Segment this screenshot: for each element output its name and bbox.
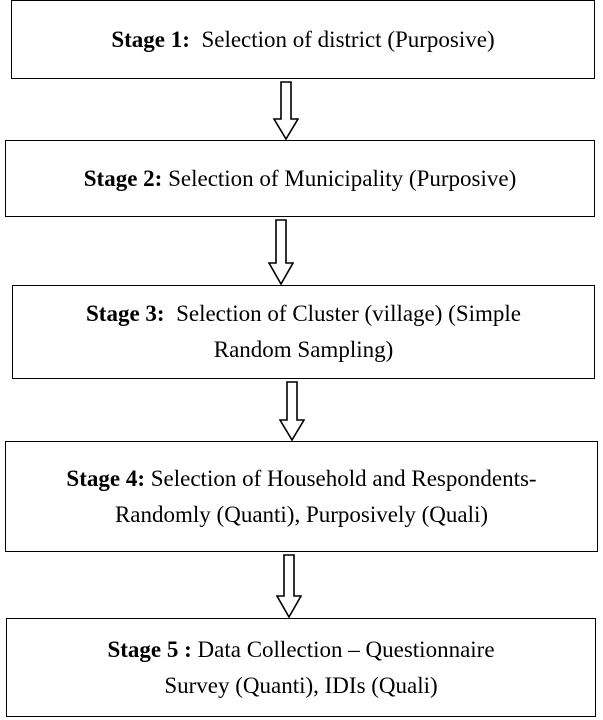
stage-1-box: Stage 1: Selection of district (Purposiv… (11, 0, 595, 79)
stage-4-box: Stage 4: Selection of Household and Resp… (5, 441, 598, 552)
stage-5-description-line-2: Survey (Quanti), IDIs (Quali) (164, 672, 438, 698)
down-arrow-icon (268, 219, 294, 285)
stage-3-line-1: Stage 3: Selection of Cluster (village) … (86, 296, 521, 332)
down-arrow-icon (273, 81, 299, 140)
stage-4-line-1: Stage 4: Selection of Household and Resp… (66, 461, 536, 497)
stage-5-label: Stage 5 : (107, 636, 192, 662)
stage-3-content: Stage 3: Selection of Cluster (village) … (86, 296, 521, 368)
stage-3-label: Stage 3: (86, 301, 165, 326)
stage-3-description-line-1: Selection of Cluster (village) (Simple (176, 301, 521, 326)
down-arrow-icon (279, 381, 305, 441)
stage-2-box: Stage 2: Selection of Municipality (Purp… (5, 140, 595, 217)
stage-2-line-1: Stage 2: Selection of Municipality (Purp… (84, 161, 516, 197)
down-arrow-icon (276, 554, 302, 618)
stage-4-description-line-1: Selection of Household and Respondents- (150, 465, 537, 491)
stage-4-label: Stage 4: (66, 465, 145, 491)
stage-1-line-1: Stage 1: Selection of district (Purposiv… (111, 22, 494, 58)
stage-5-content: Stage 5 : Data Collection – Questionnair… (107, 632, 494, 704)
stage-4-content: Stage 4: Selection of Household and Resp… (66, 461, 536, 533)
stage-1-content: Stage 1: Selection of district (Purposiv… (111, 22, 494, 58)
stage-2-content: Stage 2: Selection of Municipality (Purp… (84, 161, 516, 197)
stage-3-box: Stage 3: Selection of Cluster (village) … (12, 285, 595, 379)
stage-1-label: Stage 1: (111, 26, 190, 52)
stage-5-box: Stage 5 : Data Collection – Questionnair… (6, 618, 596, 717)
stage-5-line-1: Stage 5 : Data Collection – Questionnair… (107, 632, 494, 668)
stage-5-description-line-1: Data Collection – Questionnaire (197, 636, 495, 662)
stage-2-label: Stage 2: (83, 165, 163, 191)
stage-1-description-line-1: Selection of district (Purposive) (201, 26, 495, 52)
stage-2-description-line-1: Selection of Municipality (Purposive) (168, 165, 517, 191)
stage-4-description-line-2: Randomly (Quanti), Purposively (Quali) (114, 501, 489, 527)
stage-3-description-line-2: Random Sampling) (213, 337, 394, 362)
